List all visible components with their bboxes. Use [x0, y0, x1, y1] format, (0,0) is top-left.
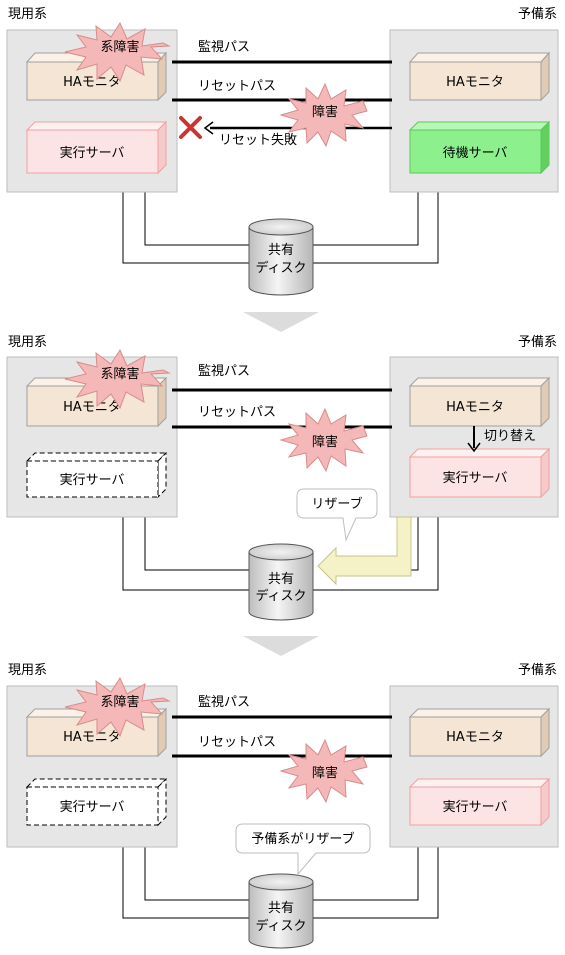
shared-disk-icon: 共有 ディスク — [248, 873, 314, 949]
standby-ha-monitor: HAモニタ — [408, 51, 551, 102]
monitor-path-label: 監視パス — [198, 694, 250, 710]
shared-disk-icon: 共有 ディスク — [248, 218, 314, 296]
svg-text:共有: 共有 — [268, 901, 294, 916]
active-exec-server-stopped: 実行サーバ — [25, 777, 168, 827]
transition-arrow-1-icon — [243, 312, 319, 332]
active-system-label: 現用系 — [8, 7, 47, 22]
standby-system-label: 予備系 — [518, 334, 557, 350]
standby-ha-monitor: HAモニタ — [408, 376, 551, 428]
reset-failed-label: リセット失敗 — [219, 133, 297, 148]
monitor-path-label: 監視パス — [198, 363, 250, 379]
disk-cables — [122, 192, 439, 264]
system-fault-burst-icon — [64, 21, 171, 83]
reserve-arrow-icon — [317, 516, 412, 586]
svg-text:HAモニタ: HAモニタ — [446, 400, 504, 415]
svg-text:共有: 共有 — [268, 572, 294, 587]
standby-system-label: 予備系 — [518, 6, 557, 22]
system-fault-label: 系障害 — [100, 694, 139, 710]
path-fault-label: 障害 — [312, 434, 338, 450]
switch-label: 切り替え — [484, 429, 536, 444]
path-fault-burst-icon — [279, 82, 368, 148]
panel-3: 現用系 予備系 監視パス リセットパス HAモニタ 実行サーバ — [6, 662, 559, 949]
shared-disk-icon: 共有 ディスク — [248, 543, 314, 621]
path-fault-label: 障害 — [312, 104, 338, 120]
active-exec-server: 実行サーバ — [25, 120, 168, 175]
svg-text:HAモニタ: HAモニタ — [446, 75, 504, 90]
path-fault-label: 障害 — [312, 765, 338, 781]
system-fault-burst-icon — [64, 676, 171, 738]
path-fault-burst-icon — [279, 738, 368, 804]
reset-path-label: リセットパス — [198, 405, 276, 420]
standby-ha-monitor: HAモニタ — [408, 707, 551, 758]
system-fault-label: 系障害 — [100, 366, 139, 382]
standby-server: 待機サーバ — [408, 120, 551, 175]
reserve-callout: 予備系がリザーブ — [235, 823, 371, 876]
disk-cables — [122, 847, 439, 919]
reset-arrowhead — [203, 121, 214, 135]
reset-path-label: リセットパス — [198, 79, 276, 94]
standby-exec-server: 実行サーバ — [408, 447, 551, 499]
svg-text:HAモニタ: HAモニタ — [63, 400, 121, 415]
transition-arrow-2-icon — [243, 636, 319, 656]
svg-text:HAモニタ: HAモニタ — [63, 75, 121, 90]
svg-text:リザーブ: リザーブ — [311, 496, 362, 512]
active-system-label: 現用系 — [8, 663, 47, 678]
fail-x-icon — [179, 116, 202, 139]
standby-system-label: 予備系 — [518, 662, 557, 678]
svg-text:ディスク: ディスク — [255, 260, 306, 276]
panel-1: 現用系 予備系 監視パス リセットパス HAモニタ 実行サーバ — [6, 6, 559, 296]
standby-exec-server: 実行サーバ — [408, 777, 551, 827]
monitor-path-label: 監視パス — [198, 39, 250, 55]
svg-text:ディスク: ディスク — [255, 918, 306, 934]
path-fault-burst-icon — [279, 407, 368, 473]
active-system-label: 現用系 — [8, 335, 47, 350]
svg-text:実行サーバ: 実行サーバ — [443, 470, 508, 486]
svg-text:HAモニタ: HAモニタ — [446, 730, 504, 745]
system-fault-burst-icon — [64, 348, 171, 410]
svg-text:ディスク: ディスク — [255, 588, 306, 604]
reset-path-label: リセットパス — [198, 735, 276, 750]
svg-text:実行サーバ: 実行サーバ — [60, 145, 125, 161]
svg-text:HAモニタ: HAモニタ — [63, 730, 121, 745]
svg-text:共有: 共有 — [268, 243, 294, 258]
svg-text:待機サーバ: 待機サーバ — [443, 146, 508, 161]
reserve-callout: リザーブ — [296, 488, 378, 542]
system-fault-label: 系障害 — [100, 39, 139, 55]
active-exec-server-stopped: 実行サーバ — [25, 451, 168, 499]
svg-text:実行サーバ: 実行サーバ — [443, 799, 508, 815]
svg-text:実行サーバ: 実行サーバ — [60, 799, 125, 815]
disk-cables — [122, 517, 439, 591]
svg-text:実行サーバ: 実行サーバ — [60, 472, 125, 488]
panel-2: 現用系 予備系 監視パス リセットパス HAモニタ 実行サーバ — [6, 334, 559, 621]
svg-text:予備系がリザーブ: 予備系がリザーブ — [251, 831, 354, 847]
switch-arrowhead — [467, 442, 481, 453]
